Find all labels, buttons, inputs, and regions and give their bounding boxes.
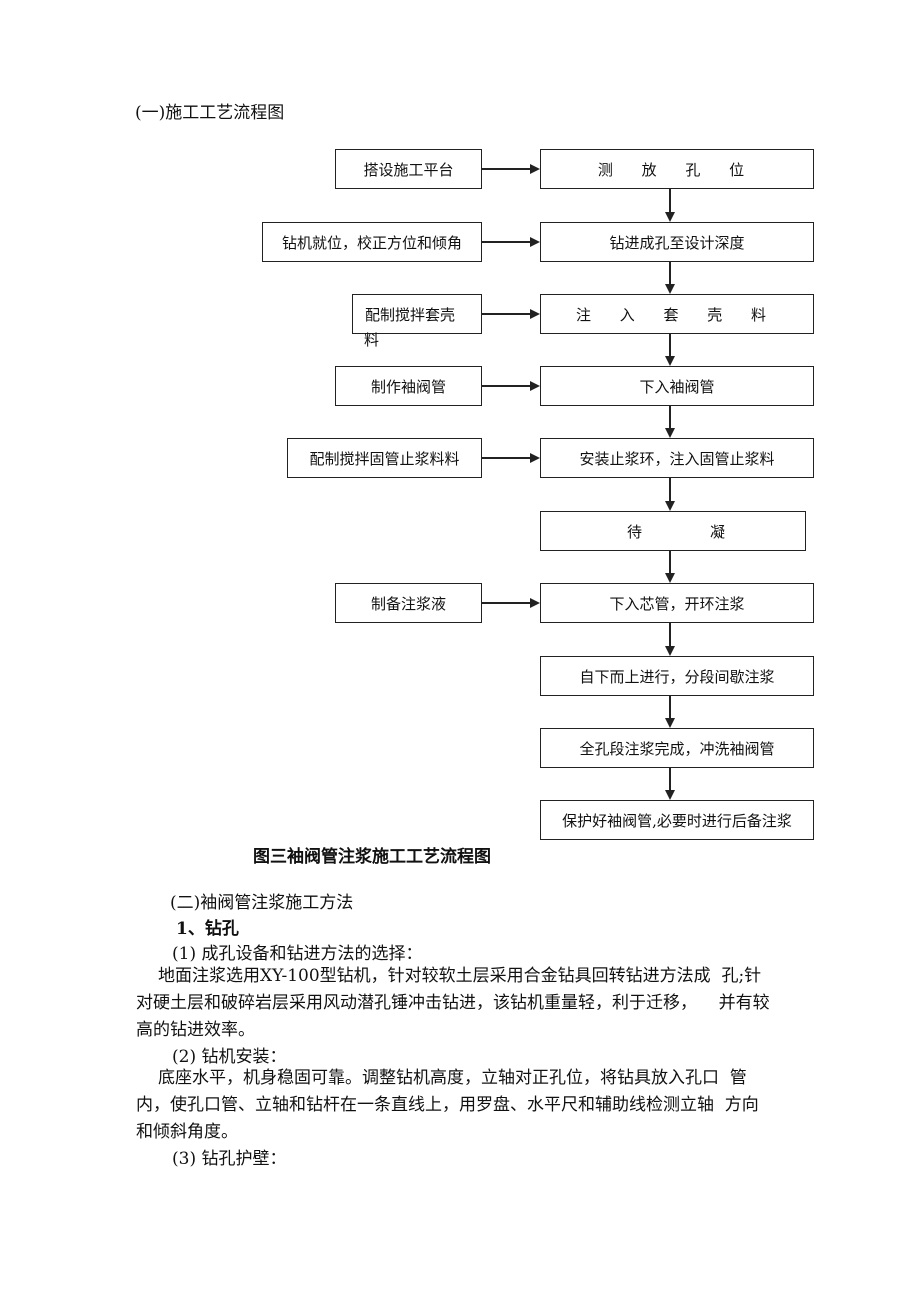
down-arrow-icon xyxy=(665,356,675,366)
step-inject-sleeve: 注 入 套 壳 料 xyxy=(540,294,814,334)
wait-char-1: 待 xyxy=(627,522,643,541)
paragraph-line: 高的钻进效率。 xyxy=(136,1020,255,1040)
down-connector xyxy=(669,551,671,573)
right-connector xyxy=(482,313,530,315)
right-arrow-icon xyxy=(530,381,540,391)
down-arrow-icon xyxy=(665,428,675,438)
right-connector xyxy=(482,457,530,459)
down-connector xyxy=(669,696,671,718)
input-sleeve-mix: 配制搅拌套壳 xyxy=(352,294,482,334)
down-arrow-icon xyxy=(665,790,675,800)
step-bottom-up: 自下而上进行，分段间歇注浆 xyxy=(540,656,814,696)
step-install-ring: 安装止浆环，注入固管止浆料 xyxy=(540,438,814,478)
step-protect: 保护好袖阀管,必要时进行后备注浆 xyxy=(540,800,814,840)
right-connector xyxy=(482,602,530,604)
down-arrow-icon xyxy=(665,501,675,511)
right-connector xyxy=(482,168,530,170)
down-arrow-icon xyxy=(665,646,675,656)
down-arrow-icon xyxy=(665,212,675,222)
item-rig-install: (2) 钻机安装： xyxy=(172,1047,287,1067)
paragraph-line: 内，使孔口管、立轴和钻杆在一条直线上，用罗盘、水平尺和辅助线检测立轴 方向 xyxy=(136,1095,759,1115)
right-connector xyxy=(482,385,530,387)
input-grout-prep: 制备注浆液 xyxy=(335,583,482,623)
sleeve-mix-label-line2: 料 xyxy=(364,331,380,349)
paragraph-line: 地面注浆选用XY-100型钻机，针对较软土层采用合金钻具回转钻进方法成 孔;针 xyxy=(158,966,762,986)
down-connector xyxy=(669,406,671,428)
sleeve-mix-label-line1: 配制搅拌套壳 xyxy=(365,306,456,324)
wait-char-2: 凝 xyxy=(710,522,726,541)
down-connector xyxy=(669,623,671,646)
down-connector xyxy=(669,768,671,790)
paragraph-line: 和倾斜角度。 xyxy=(136,1122,238,1142)
section2-heading: (二)袖阀管注浆施工方法 xyxy=(170,893,354,913)
step-measure-hole: 测 放 孔 位 xyxy=(540,149,814,189)
paragraph-line: 底座水平，机身稳固可靠。调整钻机高度，立轴对正孔位，将钻具放入孔口 管 xyxy=(158,1068,747,1088)
right-arrow-icon xyxy=(530,164,540,174)
step-wait-set: 待 凝 xyxy=(540,511,806,551)
right-arrow-icon xyxy=(530,453,540,463)
paragraph-line: 对硬土层和破碎岩层采用风动潜孔锤冲击钻进，该钻机重量轻，利于迁移， 并有较 xyxy=(136,993,770,1013)
step-core-pipe: 下入芯管，开环注浆 xyxy=(540,583,814,623)
subsection-drilling: 1、钻孔 xyxy=(176,919,239,939)
paragraph-equipment: 地面注浆选用XY-100型钻机，针对较软土层采用合金钻具回转钻进方法成 孔;针 … xyxy=(136,963,916,1044)
figure-caption: 图三袖阀管注浆施工工艺流程图 xyxy=(253,847,491,867)
step-lower-pipe: 下入袖阀管 xyxy=(540,366,814,406)
down-arrow-icon xyxy=(665,573,675,583)
step-drill-to-depth: 钻进成孔至设计深度 xyxy=(540,222,814,262)
right-arrow-icon xyxy=(530,598,540,608)
right-connector xyxy=(482,241,530,243)
right-arrow-icon xyxy=(530,309,540,319)
down-connector xyxy=(669,262,671,284)
right-arrow-icon xyxy=(530,237,540,247)
input-rig-position: 钻机就位，校正方位和倾角 xyxy=(262,222,482,262)
down-connector xyxy=(669,478,671,501)
down-connector xyxy=(669,189,671,212)
paragraph-rig-install: 底座水平，机身稳固可靠。调整钻机高度，立轴对正孔位，将钻具放入孔口 管 内，使孔… xyxy=(136,1065,916,1146)
item-wall-protection: (3) 钻孔护壁： xyxy=(172,1149,287,1169)
input-platform: 搭设施工平台 xyxy=(335,149,482,189)
section1-heading: (一)施工工艺流程图 xyxy=(135,103,285,123)
down-connector xyxy=(669,334,671,356)
down-arrow-icon xyxy=(665,284,675,294)
input-make-pipe: 制作袖阀管 xyxy=(335,366,482,406)
input-fix-mix: 配制搅拌固管止浆料料 xyxy=(287,438,482,478)
down-arrow-icon xyxy=(665,718,675,728)
item-equipment-method: (1) 成孔设备和钻进方法的选择： xyxy=(172,944,423,964)
step-flush: 全孔段注浆完成，冲洗袖阀管 xyxy=(540,728,814,768)
